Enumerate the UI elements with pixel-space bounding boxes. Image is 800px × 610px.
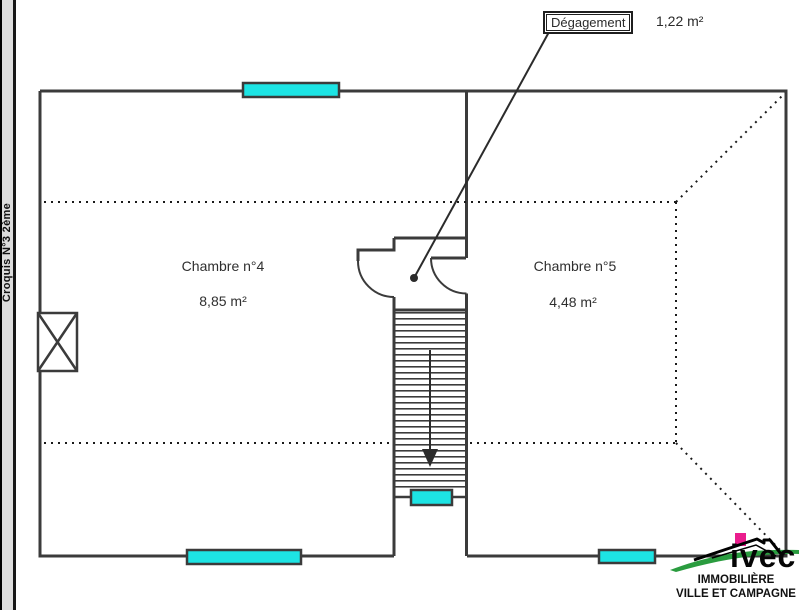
callout-leader-line: [413, 31, 550, 279]
door-arc-left: [357, 260, 395, 298]
room-area-chambre5: 4,48 m²: [549, 294, 597, 310]
logo-tagline-2: VILLE ET CAMPAGNE: [676, 588, 796, 600]
attic-line-diagonal-bottom: [675, 442, 786, 556]
x-window-cross-icon: [36, 312, 79, 372]
logo-roof-icon: [693, 537, 783, 562]
window-stairs: [409, 488, 454, 507]
room-label-chambre4: Chambre n°4: [181, 258, 265, 274]
door-arcs: [357, 257, 467, 298]
window-top: [241, 81, 341, 99]
callout-leader-dot: [410, 274, 418, 282]
attic-limit-lines: [44, 92, 786, 556]
window-x-left: [36, 311, 79, 373]
logo-square-icon: [735, 533, 746, 546]
window-bottom-right: [597, 548, 657, 565]
room-area-chambre4: 8,85 m²: [199, 293, 247, 309]
stairs-direction-arrowhead: [422, 449, 438, 467]
room-label-chambre5: Chambre n°5: [533, 258, 617, 274]
logo-tagline-1: IMMOBILIÈRE: [697, 574, 775, 586]
logo-roof-inner-line: [711, 544, 777, 559]
logo-swoosh-icon: [670, 549, 799, 572]
windows: [185, 81, 657, 566]
degagement-area: 1,22 m²: [656, 13, 704, 29]
degagement-callout: Dégagement: [543, 11, 634, 34]
door-arc-right: [430, 257, 467, 295]
landing-walls: [356, 236, 468, 556]
croquis-title: Croquis N°3 2ème: [1, 203, 13, 303]
croquis-sidebar: Croquis N°3 2ème: [0, 0, 16, 610]
logo-brand: ivec: [730, 538, 797, 574]
degagement-label: Dégagement: [546, 14, 631, 31]
window-bottom-left: [185, 548, 303, 566]
attic-line-diagonal-top: [675, 92, 786, 203]
